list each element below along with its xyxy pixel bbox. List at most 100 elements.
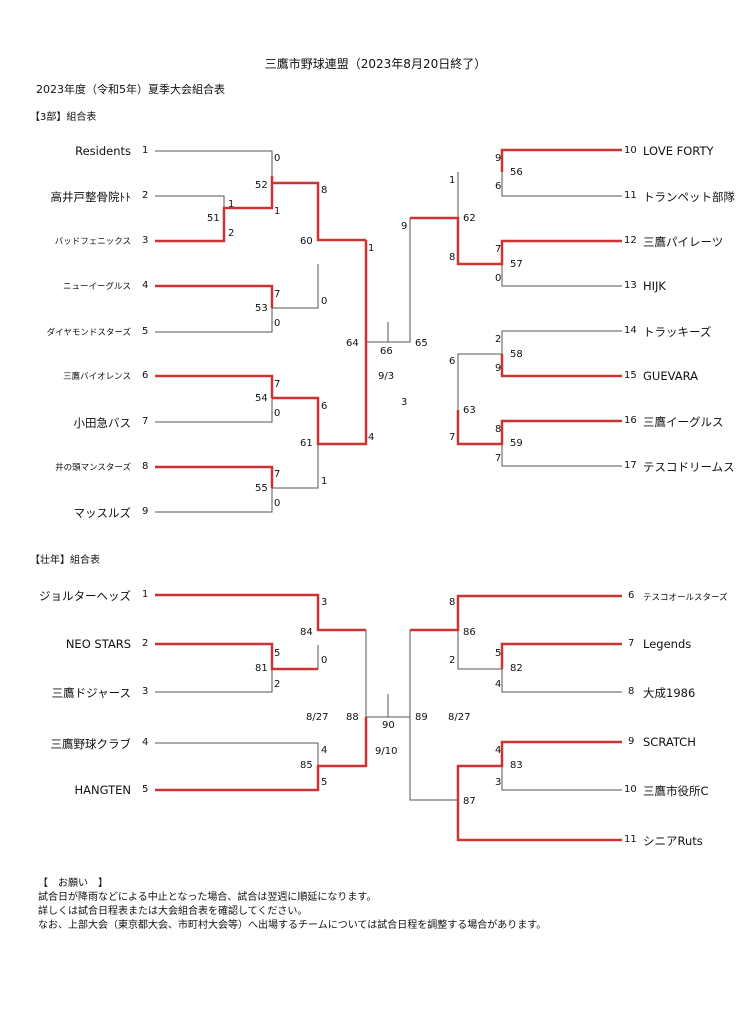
score: 7 [495,453,502,464]
score: 7 [274,289,281,300]
game-number: 59 [510,438,523,449]
game-number: 58 [510,349,523,360]
team-name: トランペット部隊 [643,190,735,204]
score: 7 [495,244,502,255]
win-bad [155,176,274,243]
line-odakyu [155,398,273,423]
team-seed: 14 [624,325,637,336]
score: 0 [321,655,328,666]
score: 1 [321,476,328,487]
final-date: 9/3 [378,371,395,382]
team-name: GUEVARA [643,369,698,383]
team-name: LOVE FORTY [643,144,714,158]
game-number: 83 [510,760,523,771]
team-name: 三鷹市役所C [643,784,709,798]
line-sfinal-right [388,630,411,718]
line-sfinal-left [365,630,388,718]
score: 0 [495,273,502,284]
win-ruts [456,800,622,842]
line-mitaka-club [155,742,319,766]
line-takaido [155,195,225,208]
win-jolter [155,593,366,632]
line-shiyakusho [501,766,622,791]
team-name: 三鷹バイオレンス [63,372,131,382]
note-line: 試合日が降雨などによる中止となった場合、試合は翌週に順延になります。 [38,892,377,903]
team-name: 三鷹野球クラブ [50,737,132,751]
game-number: 51 [207,213,220,224]
score: 1 [368,243,375,254]
score: 0 [321,296,328,307]
team-name: 三鷹パイレーツ [643,235,724,249]
game-number: 56 [510,167,523,178]
game-number: 66 [380,346,393,357]
score: 8 [495,424,502,435]
line-dodgers [155,669,273,693]
score: 7 [274,469,281,480]
score: 9 [401,221,408,232]
game-number: 88 [346,712,359,723]
score: 0 [274,498,281,509]
line-residents [155,150,273,176]
team-seed: 3 [142,235,149,246]
win-inokashira [155,465,274,488]
senior-heading: 【壮年】組合表 [30,555,100,566]
team-name: Residents [75,144,131,158]
win-legends [500,642,622,669]
team-seed: 8 [628,686,635,697]
team-name: バッドフェニックス [54,237,131,247]
team-name: トラッキーズ [643,325,712,339]
game-number: 61 [300,438,313,449]
score: 8 [321,185,328,196]
team-name: ダイヤモンドスターズ [46,328,131,338]
score: 9 [495,363,502,374]
score: 5 [321,777,328,788]
game-number: 87 [463,796,476,807]
win-loveforty [500,148,622,172]
line-final-left [365,240,388,343]
team-seed: 10 [624,784,637,795]
team-name: 大成1986 [643,686,696,700]
team-seed: 10 [624,145,637,156]
line-final-right [388,218,411,343]
team-name: 小田急バス [73,416,132,430]
team-seed: 4 [142,280,149,291]
semi-date-right: 8/27 [448,712,471,723]
team-seed: 1 [142,145,149,156]
win-scratch [456,740,622,800]
page-title: 三鷹市野球連盟（2023年8月20日終了） [264,57,487,71]
score: 4 [495,745,502,756]
win-pirates [410,216,622,266]
team-seed: 6 [142,370,149,381]
game-number: 52 [255,180,268,191]
score: 8 [449,252,456,263]
team-seed: 9 [142,506,149,517]
team-name: 高井戸整骨院ﾄﾄ [50,190,132,204]
team-seed: 3 [142,686,149,697]
team-name: シニアRuts [643,834,703,848]
team-name: テスコオールスターズ [643,593,728,603]
score: 1 [228,199,235,210]
team-name: NEO STARS [65,637,131,651]
game-number: 63 [463,405,476,416]
game-number: 90 [382,720,395,731]
score: 9 [495,153,502,164]
win-guevara [500,354,622,378]
score: 3 [401,397,408,408]
win-neostars [155,642,318,671]
score: 4 [368,432,375,443]
team-seed: 5 [142,784,149,795]
team-seed: 17 [624,460,637,471]
score: 5 [274,648,281,659]
team-seed: 13 [624,280,637,291]
team-seed: 9 [628,736,635,747]
score: 2 [495,334,502,345]
team-name: テスコドリームス [643,460,735,474]
team-seed: 7 [142,416,149,427]
win-hangten [155,717,368,792]
team-seed: 1 [142,589,149,600]
line-g55-down [272,466,319,489]
team-seed: 11 [624,190,637,201]
team-seed: 2 [142,638,149,649]
score: 0 [274,318,281,329]
